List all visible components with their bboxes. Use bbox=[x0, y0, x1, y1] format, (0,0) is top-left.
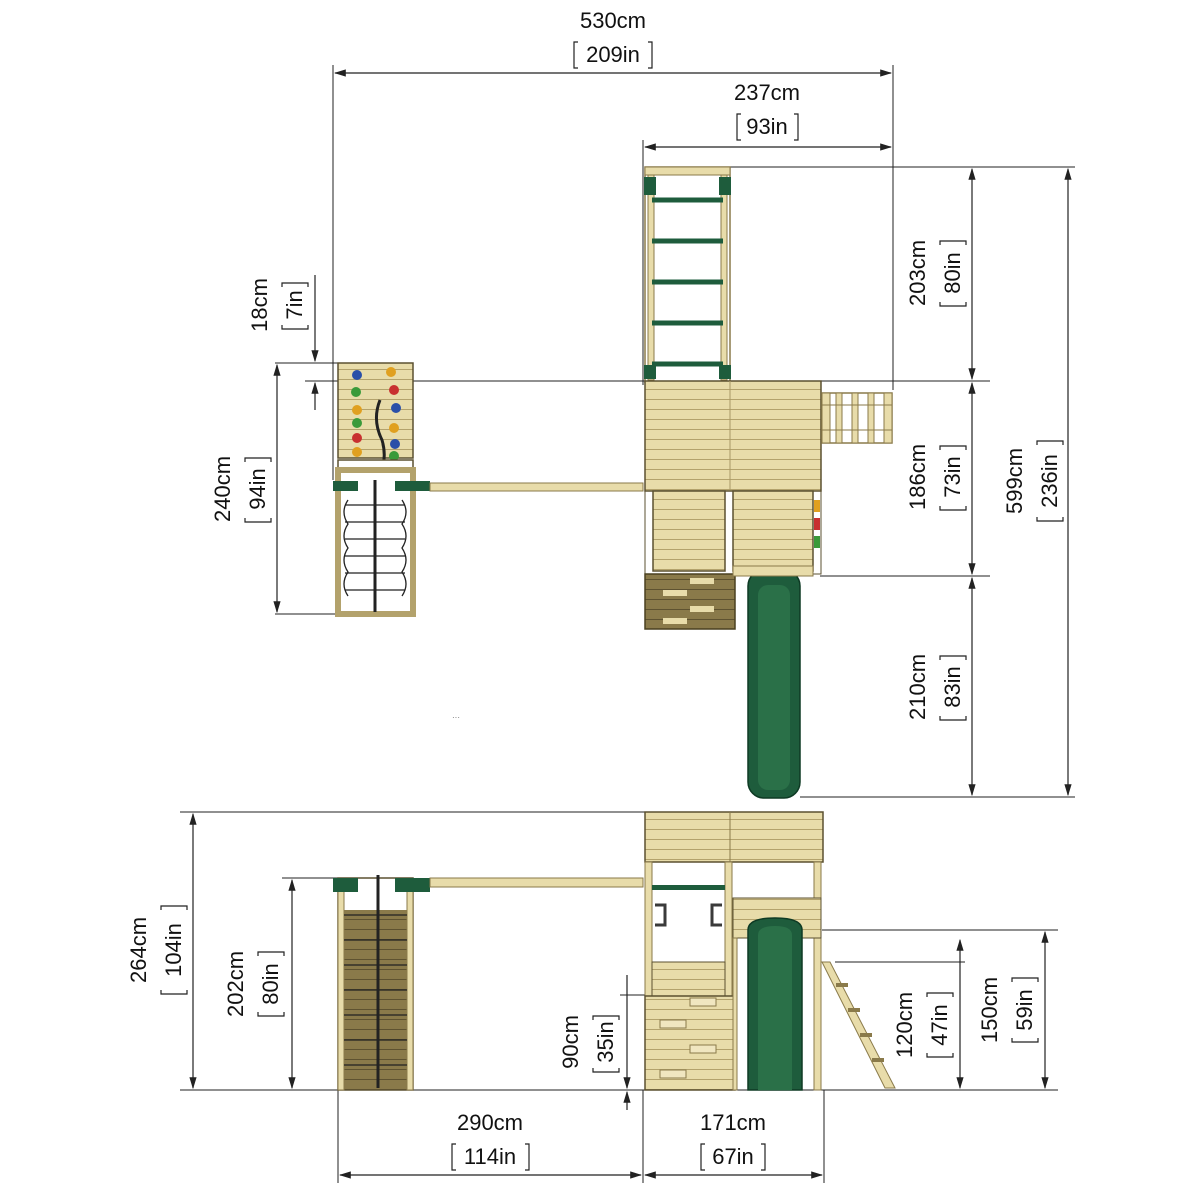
label-platform-cm: 90cm bbox=[558, 1015, 583, 1069]
label-platform-in: 35in bbox=[593, 1021, 618, 1063]
label-top-width-in: 209in bbox=[586, 42, 640, 67]
dimension-labels: 530cm 209in 237cm 93in 203cm 80in 186cm … bbox=[126, 8, 1064, 1171]
front-slide bbox=[747, 917, 803, 1091]
label-total-depth-cm: 599cm bbox=[1002, 448, 1027, 514]
top-view: ··· bbox=[273, 65, 1075, 799]
front-climbing-net bbox=[333, 875, 430, 1091]
net-ladder bbox=[343, 480, 407, 612]
label-total-depth-in: 236in bbox=[1037, 454, 1062, 508]
front-extension-lines bbox=[180, 811, 1058, 1183]
front-tower bbox=[644, 811, 824, 1091]
label-slide-in: 83in bbox=[940, 666, 965, 708]
label-offset-in: 7in bbox=[282, 290, 307, 319]
label-swing-height-cm: 202cm bbox=[223, 951, 248, 1017]
label-front-deck-cm: 150cm bbox=[977, 977, 1002, 1043]
label-deck-cm: 186cm bbox=[905, 444, 930, 510]
front-swing-beam bbox=[429, 877, 644, 888]
label-ladder-in: 47in bbox=[927, 1004, 952, 1046]
label-swing-span-in: 114in bbox=[464, 1144, 516, 1169]
top-lower-deck-left bbox=[652, 490, 726, 572]
front-ladder bbox=[821, 961, 896, 1089]
label-tower-width-cm: 237cm bbox=[734, 80, 800, 105]
top-slide bbox=[732, 565, 814, 799]
top-monkey-bars bbox=[644, 166, 731, 383]
climbing-holds bbox=[351, 367, 401, 461]
top-game-panel bbox=[814, 500, 820, 548]
front-view bbox=[180, 811, 1058, 1183]
top-lower-deck-right bbox=[732, 490, 814, 572]
label-climbing-frame-in: 80in bbox=[940, 252, 965, 294]
label-front-total-in: 104in bbox=[161, 923, 186, 977]
label-front-total-cm: 264cm bbox=[126, 917, 151, 983]
label-ladder-cm: 120cm bbox=[892, 992, 917, 1058]
label-offset-cm: 18cm bbox=[247, 278, 272, 332]
label-swing-height-in: 80in bbox=[258, 963, 283, 1005]
label-climbing-frame-cm: 203cm bbox=[905, 240, 930, 306]
label-front-deck-in: 59in bbox=[1012, 989, 1037, 1031]
label-deck-in: 73in bbox=[940, 456, 965, 498]
label-swing-depth-cm: 240cm bbox=[210, 456, 235, 522]
label-slide-cm: 210cm bbox=[905, 654, 930, 720]
top-ladder bbox=[821, 392, 893, 444]
label-swing-depth-in: 94in bbox=[245, 468, 270, 510]
label-front-tower-cm: 171cm bbox=[700, 1110, 766, 1135]
label-swing-span-cm: 290cm bbox=[457, 1110, 523, 1135]
svg-text:···: ··· bbox=[452, 713, 460, 722]
top-sandpit bbox=[644, 573, 736, 630]
top-main-deck bbox=[644, 380, 822, 492]
label-tower-width-in: 93in bbox=[746, 114, 788, 139]
top-climbing-wall bbox=[333, 362, 430, 617]
label-top-width-cm: 530cm bbox=[580, 8, 646, 33]
top-swing-beam bbox=[429, 482, 644, 492]
label-front-tower-in: 67in bbox=[712, 1144, 754, 1169]
